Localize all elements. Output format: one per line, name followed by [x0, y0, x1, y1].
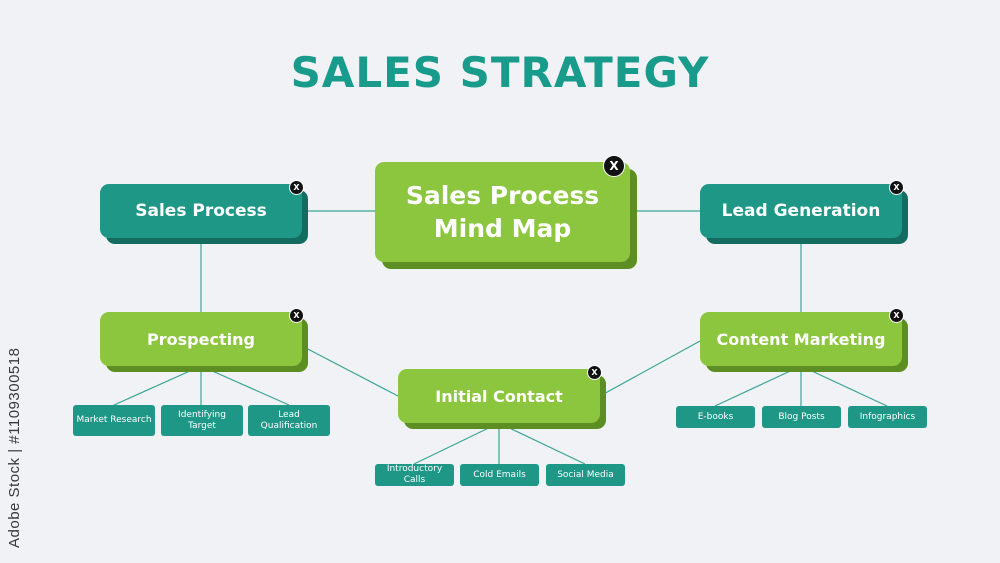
- leaf-lead-qualification[interactable]: Lead Qualification: [248, 405, 330, 436]
- node-sales-process[interactable]: Sales Process: [100, 184, 302, 238]
- node-prospecting[interactable]: Prospecting: [100, 312, 302, 366]
- leaf-market-research[interactable]: Market Research: [73, 405, 155, 436]
- node-label: Initial Contact: [435, 386, 563, 406]
- leaf-blog-posts[interactable]: Blog Posts: [762, 406, 841, 428]
- leaf-introductory-calls[interactable]: Introductory Calls: [375, 464, 454, 486]
- leaf-infographics[interactable]: Infographics: [848, 406, 927, 428]
- watermark-text: Adobe Stock | #1109300518: [6, 347, 23, 548]
- node-label: Sales Process Mind Map: [405, 181, 600, 243]
- connector-content-marketing-initial-contact: [599, 340, 701, 397]
- connector-leaf: [800, 365, 888, 407]
- page-title: SALES STRATEGY: [290, 48, 710, 97]
- node-initial-contact[interactable]: Initial Contact: [398, 369, 600, 423]
- close-icon[interactable]: X: [889, 308, 904, 323]
- leaf-social-media[interactable]: Social Media: [546, 464, 625, 486]
- close-icon[interactable]: X: [889, 180, 904, 195]
- leaf-identifying-target[interactable]: Identifying Target: [161, 405, 243, 436]
- connector-leaf: [200, 365, 290, 406]
- connector-prospecting-initial-contact: [301, 345, 399, 397]
- close-icon[interactable]: X: [289, 180, 304, 195]
- close-icon[interactable]: X: [603, 155, 625, 177]
- node-label: Content Marketing: [716, 329, 886, 349]
- connector-leaf: [714, 365, 802, 407]
- node-label: Prospecting: [147, 329, 255, 349]
- node-sales-process-mind-map[interactable]: Sales Process Mind Map: [375, 162, 630, 262]
- connector-leaf: [413, 422, 500, 465]
- leaf-e-books[interactable]: E-books: [676, 406, 755, 428]
- connector-leaf: [498, 422, 586, 465]
- close-icon[interactable]: X: [587, 365, 602, 380]
- leaf-cold-emails[interactable]: Cold Emails: [460, 464, 539, 486]
- node-label: Sales Process: [135, 201, 267, 221]
- connector-leaf: [113, 365, 202, 406]
- close-icon[interactable]: X: [289, 308, 304, 323]
- node-lead-generation[interactable]: Lead Generation: [700, 184, 902, 238]
- node-label: Lead Generation: [721, 201, 881, 221]
- node-content-marketing[interactable]: Content Marketing: [700, 312, 902, 366]
